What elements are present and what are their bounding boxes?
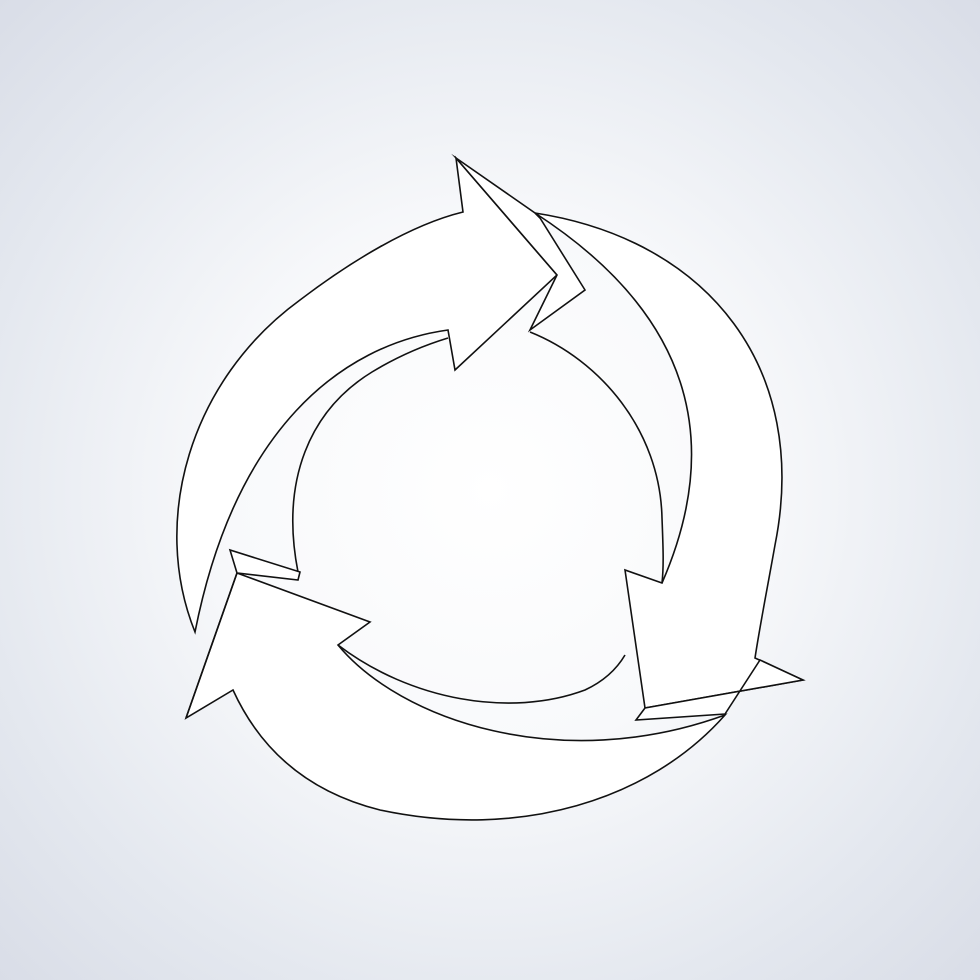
inner-arc-right-icon [529, 331, 664, 584]
cycle-arrow-top-icon [176, 155, 559, 635]
arrowhead-left-icon [185, 548, 301, 719]
inner-arc-top-icon [292, 337, 449, 573]
arrowhead-top-icon [451, 153, 587, 333]
arrowhead-right-icon [634, 658, 806, 721]
inner-arc-bottom-icon [337, 644, 626, 704]
cycle-arrow-right-icon [531, 211, 806, 709]
cycle-arrow-bottom-icon [184, 571, 728, 821]
